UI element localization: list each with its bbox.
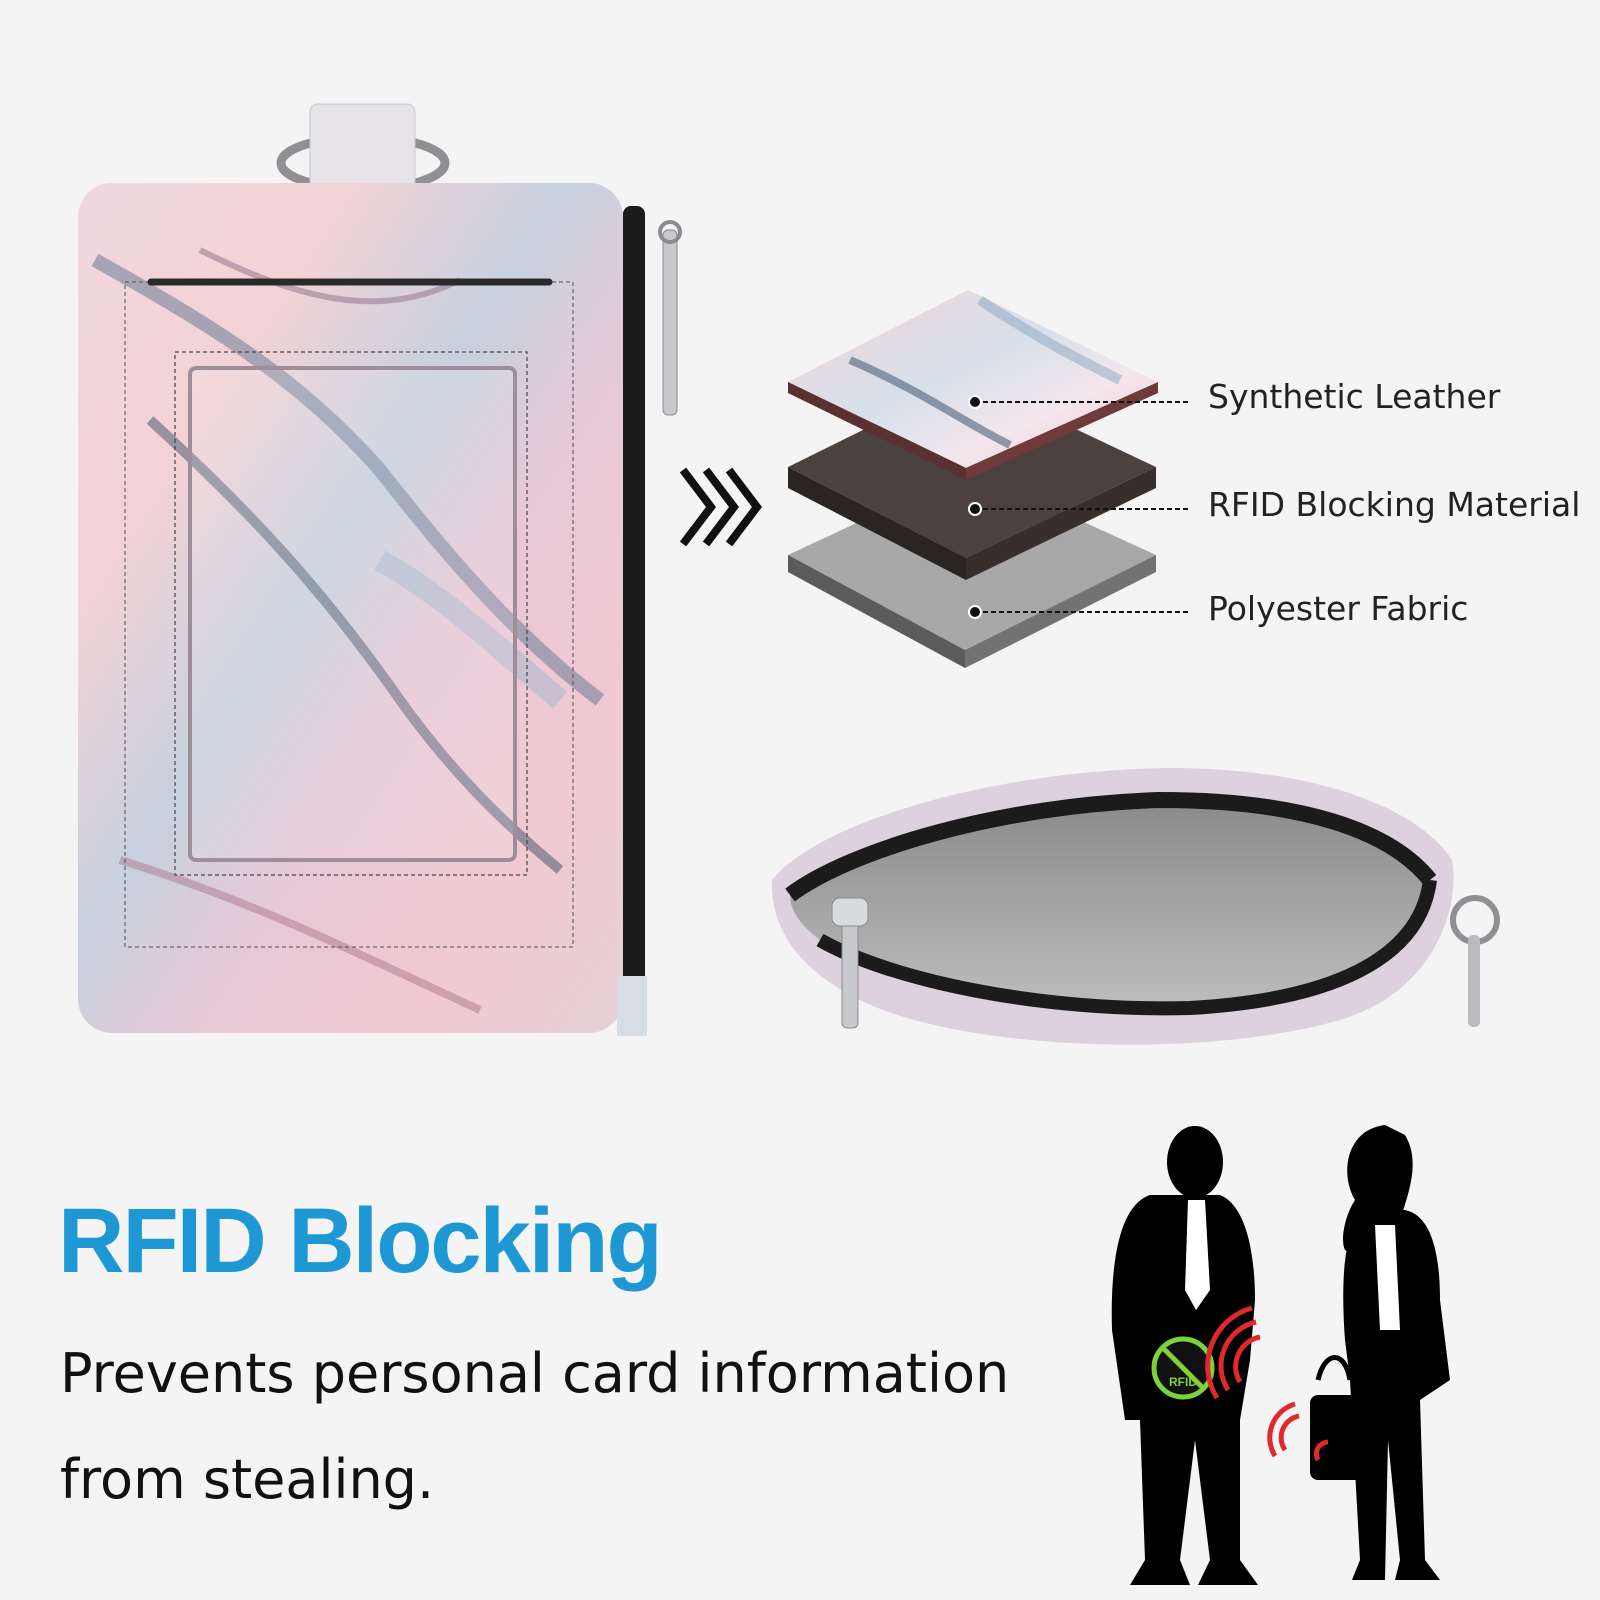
rfid-block-icon: RFID xyxy=(1151,1336,1215,1400)
subtitle-line-1: Prevents personal card information xyxy=(60,1342,1010,1405)
layer-diagram xyxy=(788,290,1190,668)
id-window xyxy=(188,366,517,862)
layer-label-synthetic-leather: Synthetic Leather xyxy=(1208,377,1501,416)
rfid-badge-text: RFID xyxy=(1169,1375,1197,1389)
subtitle-line-2: from stealing. xyxy=(60,1448,435,1511)
headline: RFID Blocking xyxy=(58,1190,663,1292)
side-zipper xyxy=(623,206,645,996)
card-holder-image xyxy=(78,103,682,1036)
signal-waves-icon xyxy=(1205,1305,1329,1462)
pouch-lining xyxy=(790,800,1430,1009)
layer-label-polyester-fabric: Polyester Fabric xyxy=(1208,589,1469,628)
chevron-triple-right-icon xyxy=(679,467,763,547)
open-pouch-image xyxy=(771,768,1500,1045)
card-holder-body xyxy=(78,183,623,1033)
leader-lines xyxy=(975,401,1190,613)
zipper-pull xyxy=(662,229,678,416)
layer-label-rfid-blocking-material: RFID Blocking Material xyxy=(1208,485,1581,524)
layer-leather xyxy=(788,290,1158,480)
